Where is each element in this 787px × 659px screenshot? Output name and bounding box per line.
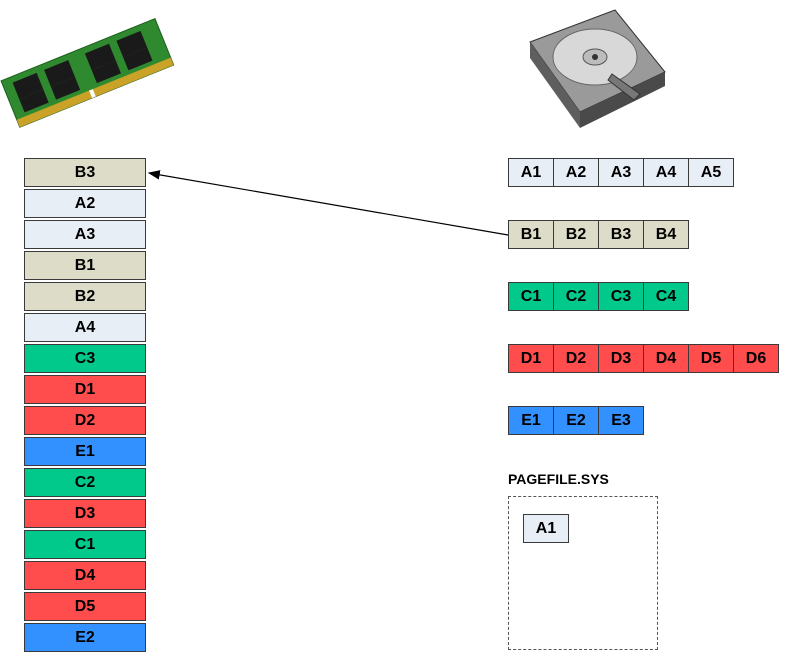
disk-block: C4 bbox=[643, 282, 689, 311]
ram-slot: E2 bbox=[24, 623, 146, 652]
disk-block: A3 bbox=[598, 158, 644, 187]
ram-slot: D4 bbox=[24, 561, 146, 590]
disk-block: D5 bbox=[688, 344, 734, 373]
ram-slot: B3 bbox=[24, 158, 146, 187]
ram-slot: D1 bbox=[24, 375, 146, 404]
disk-block: B2 bbox=[553, 220, 599, 249]
arrow-line bbox=[147, 170, 509, 236]
hard-disk-drive-icon bbox=[529, 9, 666, 128]
disk-block: E3 bbox=[598, 406, 644, 435]
disk-block: D4 bbox=[643, 344, 689, 373]
ram-slot: C1 bbox=[24, 530, 146, 559]
disk-block: A4 bbox=[643, 158, 689, 187]
disk-block: D6 bbox=[733, 344, 779, 373]
ram-slot: E1 bbox=[24, 437, 146, 466]
pagefile-block: A1 bbox=[523, 514, 569, 543]
disk-block: D2 bbox=[553, 344, 599, 373]
ram-slot: C3 bbox=[24, 344, 146, 373]
disk-block: C1 bbox=[508, 282, 554, 311]
ram-slot: D5 bbox=[24, 592, 146, 621]
disk-block: D3 bbox=[598, 344, 644, 373]
ram-slot: D2 bbox=[24, 406, 146, 435]
ram-module-icon bbox=[0, 18, 175, 128]
ram-slot: C2 bbox=[24, 468, 146, 497]
ram-slot: B1 bbox=[24, 251, 146, 280]
disk-block: C3 bbox=[598, 282, 644, 311]
ram-slot: B2 bbox=[24, 282, 146, 311]
ram-slot: A4 bbox=[24, 313, 146, 342]
disk-block: B4 bbox=[643, 220, 689, 249]
disk-block: A2 bbox=[553, 158, 599, 187]
disk-block: A5 bbox=[688, 158, 734, 187]
ram-slot: A3 bbox=[24, 220, 146, 249]
disk-block: E1 bbox=[508, 406, 554, 435]
disk-block: B3 bbox=[598, 220, 644, 249]
disk-block: D1 bbox=[508, 344, 554, 373]
pagefile-box: A1 bbox=[508, 496, 658, 650]
pagefile-label: PAGEFILE.SYS bbox=[508, 471, 609, 487]
disk-block: A1 bbox=[508, 158, 554, 187]
disk-block: B1 bbox=[508, 220, 554, 249]
ram-slot: A2 bbox=[24, 189, 146, 218]
disk-block: E2 bbox=[553, 406, 599, 435]
ram-slot: D3 bbox=[24, 499, 146, 528]
disk-block: C2 bbox=[553, 282, 599, 311]
